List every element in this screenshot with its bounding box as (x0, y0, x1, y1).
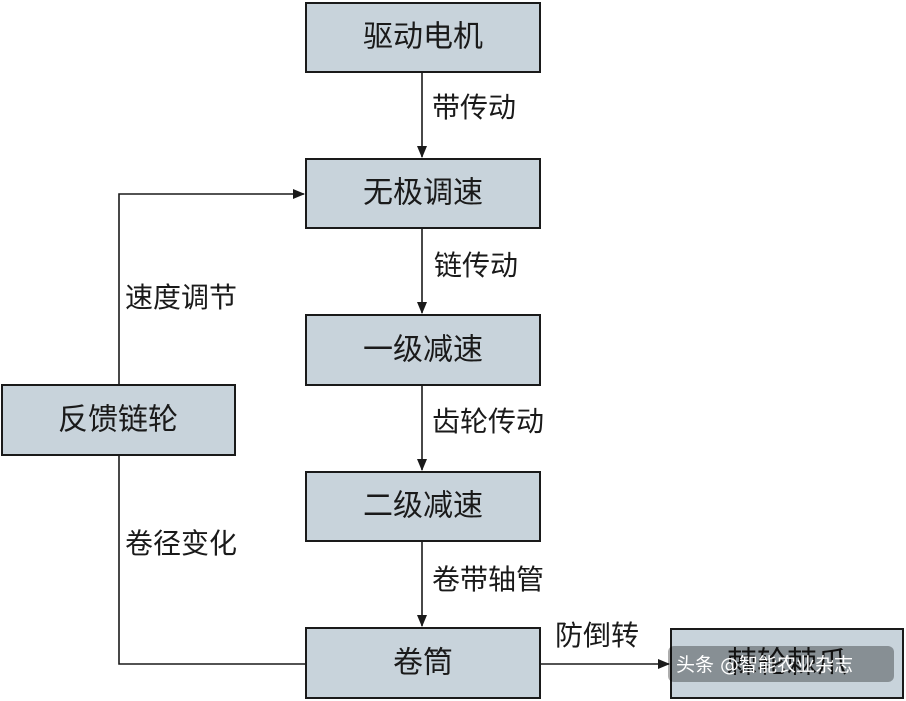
node-ratchet: 棘轮棘爪 (670, 628, 904, 699)
node-label-stage1: 一级减速 (363, 333, 483, 368)
edge-label-gear: 齿轮传动 (432, 405, 544, 438)
node-drum: 卷筒 (305, 627, 541, 699)
node-feedback: 反馈链轮 (1, 384, 236, 456)
edge-label-tape-shaft: 卷带轴管 (432, 563, 544, 596)
node-label-motor: 驱动电机 (363, 20, 483, 55)
watermark: 头条 @智能农业杂志 (668, 646, 894, 682)
edge-label-belt: 带传动 (432, 91, 516, 124)
node-label-cvt: 无极调速 (363, 176, 483, 211)
node-cvt: 无极调速 (305, 158, 541, 229)
edge-drum-to-feedback (118, 455, 306, 665)
node-label-feedback: 反馈链轮 (58, 403, 178, 438)
watermark-text: 头条 @智能农业杂志 (676, 654, 853, 676)
edge-label-chain: 链传动 (434, 249, 518, 282)
edge-label-anti-reverse: 防倒转 (555, 619, 639, 652)
edge-label-diameter-change: 卷径变化 (125, 527, 237, 560)
node-label-stage2: 二级减速 (363, 489, 483, 524)
node-label-drum: 卷筒 (393, 646, 453, 681)
node-label-ratchet: 棘轮棘爪 (727, 646, 847, 681)
node-stage2: 二级减速 (305, 471, 541, 542)
edge-feedback-to-cvt (118, 189, 305, 385)
node-motor: 驱动电机 (305, 2, 541, 73)
edge-label-speed-adjust: 速度调节 (125, 281, 237, 314)
node-stage1: 一级减速 (305, 314, 541, 386)
